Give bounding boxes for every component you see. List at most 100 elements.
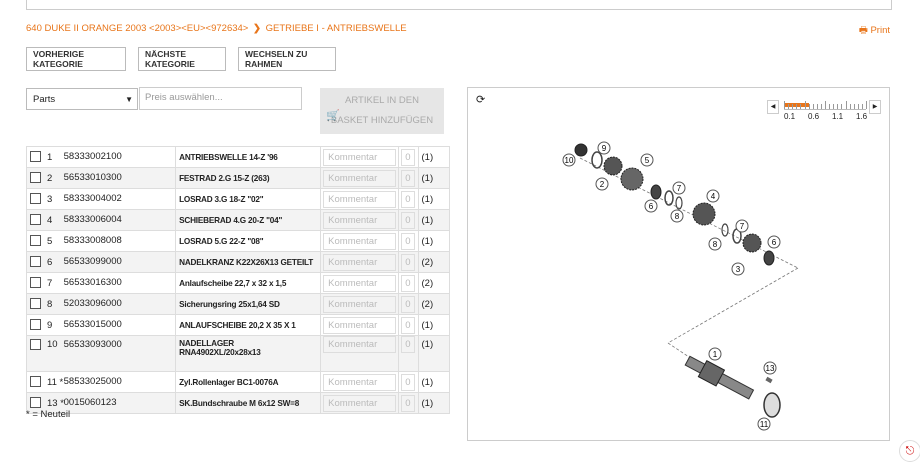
quantity-input[interactable]: 0 — [401, 336, 415, 353]
callout-label[interactable]: 3 — [736, 265, 741, 274]
next-category-button[interactable]: NÄCHSTE KATEGORIE — [138, 47, 226, 71]
row-checkbox[interactable] — [30, 319, 41, 331]
zoom-left-arrow-icon[interactable]: ◀ — [767, 100, 779, 114]
callout-circle[interactable] — [731, 262, 745, 276]
roller-bearing-11[interactable] — [763, 392, 781, 418]
switch-to-frame-button[interactable]: WECHSELN ZU RAHMEN — [238, 47, 336, 71]
gear-3[interactable] — [742, 233, 762, 253]
comment-input[interactable]: Kommentar — [323, 211, 397, 229]
row-checkbox[interactable] — [30, 151, 41, 163]
quantity-input[interactable]: 0 — [401, 274, 415, 292]
row-checkbox[interactable] — [30, 339, 41, 350]
row-checkbox[interactable] — [30, 376, 41, 388]
callout-circle[interactable] — [757, 417, 771, 431]
callout-circle[interactable] — [670, 209, 684, 223]
gear-4[interactable] — [692, 202, 716, 226]
collar-screw-13[interactable] — [765, 376, 773, 384]
circlip-8b[interactable] — [721, 223, 729, 237]
callout-circle[interactable] — [597, 141, 611, 155]
print-link[interactable]: 🖶 Print — [859, 23, 890, 39]
breadcrumb-category[interactable]: GETRIEBE I - ANTRIEBSWELLE — [265, 23, 407, 34]
pdf-icon[interactable]: ⎋ — [899, 440, 920, 462]
callout-circle[interactable] — [562, 153, 576, 167]
quantity-input[interactable]: 0 — [401, 211, 415, 229]
callout-circle[interactable] — [735, 219, 749, 233]
callout-label[interactable]: 6 — [772, 238, 777, 247]
callout-label[interactable]: 7 — [677, 184, 682, 193]
quantity-input[interactable]: 0 — [401, 253, 415, 271]
callout-circle[interactable] — [672, 181, 686, 195]
comment-input[interactable]: Kommentar — [323, 295, 397, 313]
quantity-input[interactable]: 0 — [401, 148, 415, 166]
thrust-washer-7[interactable] — [664, 190, 674, 206]
add-to-basket-button[interactable]: 🛒 ARTIKEL IN DEN BASKET HINZUFÜGEN — [320, 88, 444, 134]
row-checkbox[interactable] — [30, 256, 41, 268]
quantity-input[interactable]: 0 — [401, 295, 415, 313]
circlip-8[interactable] — [675, 196, 683, 210]
comment-input[interactable]: Kommentar — [323, 148, 397, 166]
callout-label[interactable]: 2 — [600, 180, 605, 189]
needle-bearing-10[interactable] — [574, 143, 588, 157]
row-checkbox[interactable] — [30, 298, 41, 310]
row-checkbox[interactable] — [30, 172, 41, 184]
quantity-input[interactable]: 0 — [401, 190, 415, 208]
callout-circle[interactable] — [644, 199, 658, 213]
comment-input[interactable]: Kommentar — [323, 316, 397, 334]
washer-9[interactable] — [591, 151, 603, 169]
comment-input[interactable]: Kommentar — [323, 253, 397, 271]
callout-label[interactable]: 8 — [675, 212, 680, 221]
quantity-input[interactable]: 0 — [401, 316, 415, 334]
comment-input[interactable]: Kommentar — [323, 169, 397, 187]
type-select[interactable]: Parts ▼ — [26, 88, 138, 110]
needle-cage-6[interactable] — [650, 184, 662, 200]
callout-label[interactable]: 8 — [713, 240, 718, 249]
gear-5[interactable] — [620, 167, 644, 191]
row-checkbox[interactable] — [30, 277, 41, 289]
quantity-input[interactable]: 0 — [401, 232, 415, 250]
row-checkbox[interactable] — [30, 397, 41, 409]
drive-shaft-1[interactable] — [683, 353, 755, 403]
breadcrumb-model[interactable]: 640 DUKE II ORANGE 2003 <2003><EU><97263… — [26, 23, 249, 34]
comment-input[interactable]: Kommentar — [323, 336, 397, 353]
callout-circle[interactable] — [706, 189, 720, 203]
callout-circle[interactable] — [767, 235, 781, 249]
callout-label[interactable]: 6 — [649, 202, 654, 211]
callout-circle[interactable] — [763, 361, 777, 375]
row-checkbox[interactable] — [30, 193, 41, 205]
callout-label[interactable]: 7 — [740, 222, 745, 231]
callout-circle[interactable] — [595, 177, 609, 191]
callout-label[interactable]: 13 — [766, 364, 775, 373]
previous-category-button[interactable]: VORHERIGE KATEGORIE — [26, 47, 126, 71]
quantity-input[interactable]: 0 — [401, 394, 415, 412]
quantity-input[interactable]: 0 — [401, 373, 415, 391]
callout-circle[interactable] — [708, 237, 722, 251]
callout-circle[interactable] — [640, 153, 654, 167]
comment-input[interactable]: Kommentar — [323, 373, 397, 391]
callout-label[interactable]: 4 — [711, 192, 716, 201]
needle-cage-6b[interactable] — [763, 250, 775, 266]
callout-label[interactable]: 11 — [760, 420, 769, 429]
refresh-icon[interactable]: ⟳ — [476, 94, 486, 106]
zoom-right-arrow-icon[interactable]: ▶ — [869, 100, 881, 114]
callout-label[interactable]: 10 — [565, 156, 574, 165]
comment-input[interactable]: Kommentar — [323, 274, 397, 292]
comment-input[interactable]: Kommentar — [323, 190, 397, 208]
row-checkbox[interactable] — [30, 214, 41, 226]
callout-circle[interactable] — [708, 347, 722, 361]
callout-label[interactable]: 9 — [602, 144, 607, 153]
callout-label[interactable]: 5 — [645, 156, 650, 165]
